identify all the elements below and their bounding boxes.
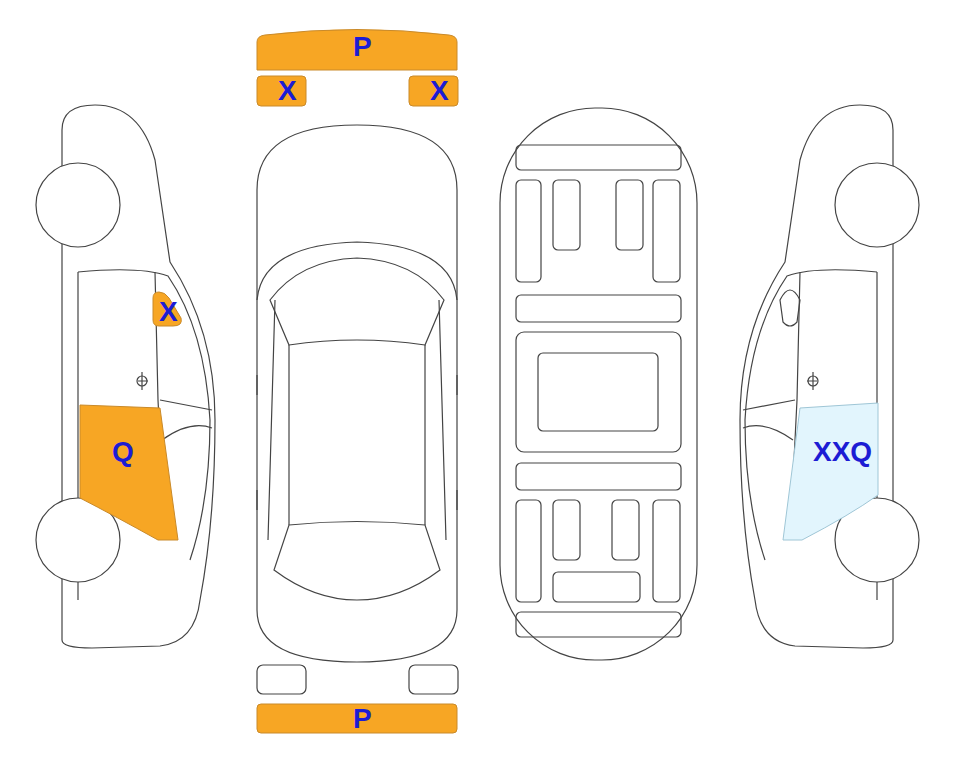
side-view-left <box>36 105 215 648</box>
side-view-right <box>740 105 919 648</box>
damage-code: P <box>353 705 372 733</box>
front-bumper: P <box>257 30 457 70</box>
headlight-left: X <box>257 76 306 106</box>
side-mirror-panel: X <box>153 292 183 326</box>
door-panel-left: Q <box>78 403 180 543</box>
damage-code: Q <box>112 438 134 466</box>
rear-bumper: P <box>257 704 457 733</box>
panel-shape <box>780 400 880 543</box>
panel-shape <box>78 403 180 543</box>
top-view <box>257 125 458 694</box>
damage-code: X <box>278 77 297 105</box>
headlight-right: X <box>409 76 458 106</box>
underside-view <box>500 108 697 660</box>
damage-code: P <box>353 33 372 61</box>
door-panel-right: XXQ <box>780 400 880 543</box>
damage-code: X <box>430 77 449 105</box>
damage-code: XXQ <box>813 438 872 466</box>
damage-code: X <box>159 298 178 326</box>
